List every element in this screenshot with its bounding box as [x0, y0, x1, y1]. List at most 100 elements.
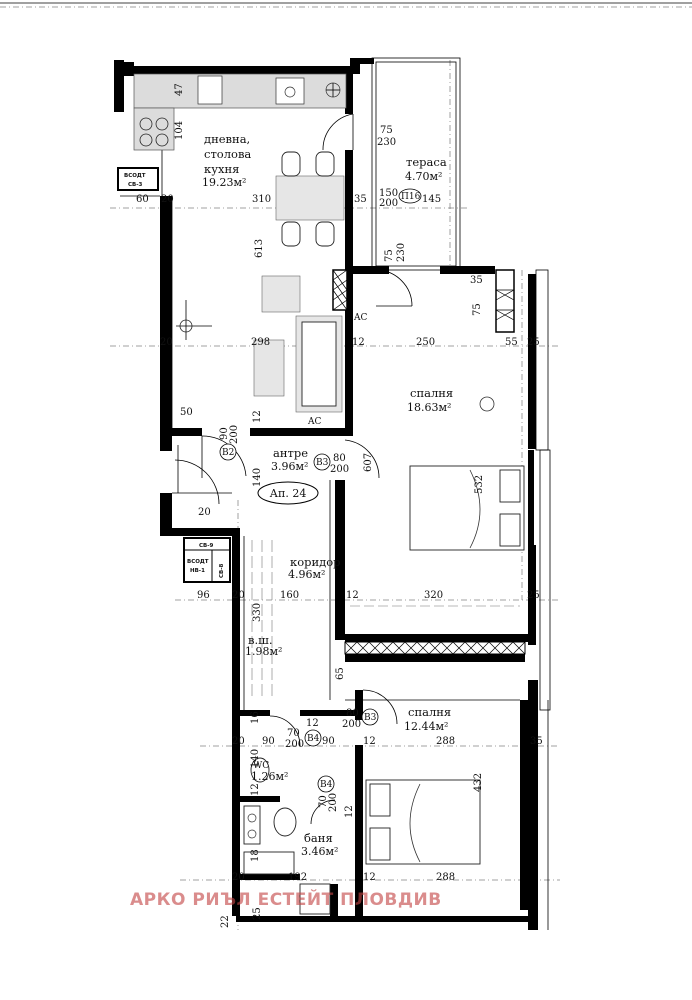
wc-area: 1.26м² — [251, 770, 288, 783]
dim-65: 65 — [335, 667, 346, 680]
bedroom1-label: спалня — [410, 386, 453, 400]
door-tag-b2: В2 — [222, 448, 234, 458]
dim-12-bath: 12 — [344, 805, 355, 818]
dim-20-corr: 20 — [232, 590, 245, 601]
dim-12-bottom: 12 — [363, 872, 376, 883]
dim-75-top: 75 — [380, 125, 393, 136]
door-tag-b4-bath: В4 — [320, 780, 333, 790]
apartment-label-frame — [257, 481, 319, 505]
room-labels: дневна, столова кухня 19.23м² тераса 4.7… — [202, 132, 453, 858]
dim-150: 150 — [379, 188, 398, 199]
dim-55: 55 — [505, 337, 518, 348]
wc-label: WC — [253, 761, 269, 771]
thin-outlines — [120, 57, 551, 930]
dim-613: 613 — [254, 239, 265, 258]
dim-12-corr: 12 — [346, 590, 359, 601]
dim-200-bed2: 200 — [342, 719, 361, 730]
bathroom-fixtures — [243, 757, 331, 915]
dim-288-bottom: 288 — [436, 872, 455, 883]
shaft-label-sv8: СВ-8 — [219, 563, 225, 578]
bedroom2-area: 12.44м² — [404, 720, 448, 733]
bed-1 — [409, 396, 525, 551]
dim-35-right: 35 — [470, 275, 483, 286]
dim-310: 310 — [252, 194, 271, 205]
dim-320: 320 — [424, 590, 443, 601]
dim-70-wc: 70 — [287, 728, 300, 739]
dining-set — [275, 151, 345, 247]
dim-22: 22 — [220, 915, 231, 928]
door-tag-b3-bedroom: В3 — [364, 713, 377, 723]
dim-12-wc-b: 12 — [250, 783, 261, 796]
dim-298: 298 — [251, 337, 270, 348]
corridor-area: 4.96м² — [288, 568, 325, 581]
dim-20-shaft: 20 — [198, 507, 211, 518]
door-tag-b3-entrance: В3 — [316, 458, 329, 468]
dim-104: 104 — [174, 121, 185, 140]
dim-80-bed2: 80 — [346, 708, 359, 719]
storage-lines — [251, 540, 520, 700]
bedroom2-label: спалня — [408, 705, 451, 719]
bed-2 — [365, 779, 481, 865]
dim-16: 16 — [250, 711, 261, 724]
living-room-area: 19.23м² — [202, 176, 246, 189]
dim-230-top: 230 — [377, 137, 396, 148]
dimensions: 47 104 60 20 310 35 150 200 145 75 230 7… — [136, 83, 543, 928]
dim-90-antre: 90 — [219, 427, 230, 440]
storage-area: 1.98м² — [245, 645, 282, 658]
dim-230-side: 230 — [396, 243, 407, 262]
dim-35-bed2: 35 — [530, 736, 543, 747]
dim-70-bath: 70 — [318, 795, 329, 808]
living-room-label-line3: кухня — [204, 162, 239, 176]
ac-tag-bedroom: AC — [353, 313, 367, 323]
dim-25-corr: 25 — [527, 590, 540, 601]
dim-47: 47 — [174, 83, 185, 96]
dim-200-bath: 200 — [328, 793, 339, 812]
dim-532: 532 — [474, 475, 485, 494]
living-furniture — [176, 275, 343, 413]
dim-432: 432 — [473, 773, 484, 792]
dim-96: 96 — [197, 590, 210, 601]
dim-25-mid: 25 — [527, 337, 540, 348]
living-room-label-line1: дневна, — [204, 132, 250, 146]
door-tag-b4-wc: В4 — [307, 734, 320, 744]
storage-label: в.ш. — [248, 633, 272, 647]
dim-25-bottom: 25 — [252, 907, 263, 920]
dim-200-antre: 200 — [229, 425, 240, 444]
bathroom-label: баня — [304, 831, 333, 845]
shaft-label-sv9: СВ-9 — [199, 543, 214, 549]
door-tag-circles — [219, 188, 422, 793]
dim-18: 18 — [250, 849, 261, 862]
dim-330: 330 — [252, 603, 263, 622]
shaft-label-sv3: СВ-3 — [128, 182, 143, 188]
bedroom1-area: 18.63м² — [407, 401, 451, 414]
shaft-label-vsodt-1: ВСОДТ — [124, 173, 146, 179]
dim-20-mid: 20 — [160, 337, 173, 348]
dim-20-top: 20 — [161, 194, 174, 205]
dim-50: 50 — [180, 407, 193, 418]
entrance-area: 3.96м² — [271, 460, 308, 473]
dim-75-side: 75 — [384, 249, 395, 262]
dim-250: 250 — [416, 337, 435, 348]
bathroom-area: 3.46м² — [301, 845, 338, 858]
dim-20-bottom: 20 — [232, 872, 245, 883]
dim-192: 192 — [288, 872, 307, 883]
dim-200-terrace: 200 — [379, 198, 398, 209]
hatched-elements — [332, 269, 526, 655]
entrance-label: антре — [273, 446, 308, 460]
dim-35-top: 35 — [354, 194, 367, 205]
top-cropped-strip — [0, 2, 692, 8]
terrace-label: тераса — [406, 155, 447, 169]
dim-160: 160 — [280, 590, 299, 601]
kitchen-counter — [133, 73, 347, 151]
dim-607: 607 — [363, 453, 374, 472]
dim-140-wc: 140 — [250, 749, 261, 768]
watermark: АРКО РИЪЛ ЕСТЕЙТ ПЛОВДИВ — [130, 890, 442, 910]
walls — [114, 58, 538, 930]
dim-90-wc-left: 90 — [262, 736, 275, 747]
dim-60: 60 — [136, 194, 149, 205]
dim-145: 145 — [422, 194, 441, 205]
door-swings — [174, 113, 413, 825]
dim-12-mid: 12 — [352, 337, 365, 348]
shaft-label-vsodt-2: ВСОДТ — [187, 559, 209, 565]
shaft-boxes — [117, 167, 231, 583]
